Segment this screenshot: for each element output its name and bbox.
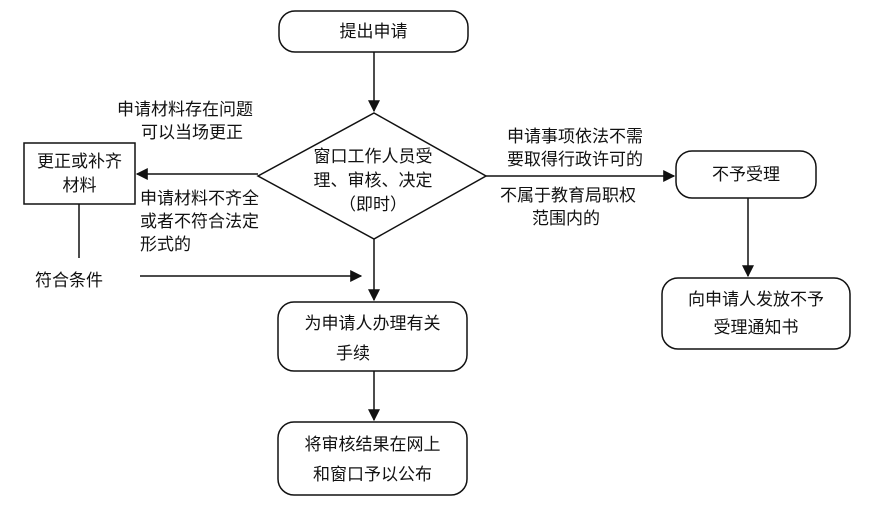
handle-node-label-line2: 手续: [336, 344, 370, 364]
edge-label-incomplete-line1: 申请材料不齐全: [140, 189, 259, 209]
publish-node-label-line1: 将审核结果在网上: [304, 435, 441, 455]
review-node-label-line2: 理、审核、决定: [313, 171, 433, 191]
correct-node-label-line2: 材料: [62, 176, 97, 196]
handle-node-box: [277, 301, 468, 372]
edge-label-incomplete-line2: 或者不符合法定: [140, 212, 259, 232]
review-node-label-line3: （即时）: [339, 195, 407, 215]
review-node-label-line1: 窗口工作人员受: [313, 147, 433, 167]
publish-node-label-line2: 和窗口予以公布: [313, 465, 432, 485]
notice-node-label-line2: 受理通知书: [713, 318, 799, 338]
correct-node-box: [23, 142, 136, 205]
submit-node-label: 提出申请: [339, 22, 408, 42]
edge-label-fix-onsite-line2: 可以当场更正: [141, 123, 243, 143]
publish-node-box: [277, 421, 468, 496]
edge-label-not-jurisdiction-line2: 范围内的: [532, 209, 600, 229]
edge-label-no-permit-line2: 要取得行政许可的: [507, 150, 643, 170]
edge-label-no-permit-line1: 申请事项依法不需: [507, 127, 643, 147]
correct-node-label-line1: 更正或补齐: [37, 152, 122, 172]
edge-label-not-jurisdiction-line1: 不属于教育局职权: [500, 186, 636, 206]
notice-node-label-line1: 向申请人发放不予: [688, 290, 824, 310]
edge-label-fix-onsite-line1: 申请材料存在问题: [117, 100, 253, 120]
reject-node-label: 不予受理: [712, 165, 780, 185]
notice-node-box: [661, 277, 851, 350]
handle-node-label-line1: 为申请人办理有关: [304, 314, 441, 334]
edge-label-meets: 符合条件: [35, 271, 103, 291]
edge-label-incomplete-line3: 形式的: [140, 235, 191, 255]
reject-node-box: [675, 150, 817, 199]
